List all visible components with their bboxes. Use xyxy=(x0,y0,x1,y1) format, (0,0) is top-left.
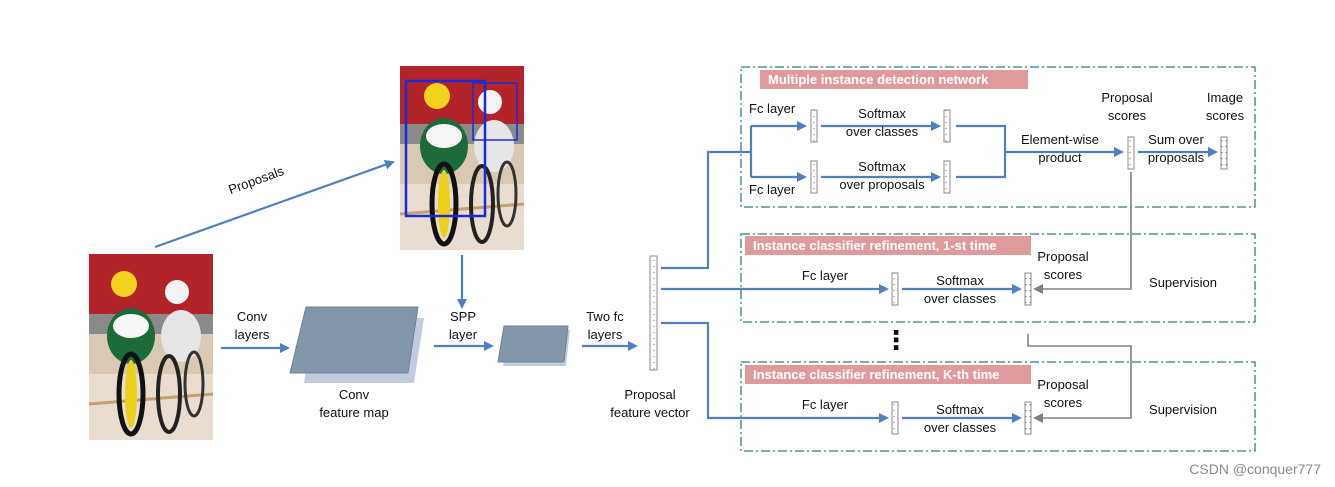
pooled-feature xyxy=(497,325,569,363)
proposals-arrow xyxy=(154,159,395,249)
feature-map xyxy=(289,306,419,374)
merge-lines xyxy=(956,124,1007,179)
input-image xyxy=(89,254,213,440)
refine-1-supervision: Supervision xyxy=(1149,275,1217,290)
refine-k-box xyxy=(740,361,1256,452)
midn-fc-layer-top: Fc layer xyxy=(749,101,796,116)
refine-1-fc-layer: Fc layer xyxy=(801,268,849,283)
midn-sum-over: Sum over proposals xyxy=(1147,132,1205,165)
proposal-feature-vector-label: Proposal feature vector xyxy=(610,387,690,420)
conv-feature-map-label: Conv feature map xyxy=(319,387,389,420)
supervision-k-arrow xyxy=(1027,334,1132,423)
refine-k-softmax: Softmax over classes xyxy=(923,402,997,435)
supervision-1-arrow xyxy=(1033,172,1132,294)
branch-refine-k xyxy=(661,321,889,423)
proposal-image xyxy=(400,66,524,250)
proposal-box-small xyxy=(472,82,518,141)
midn-image-scores: Image scores xyxy=(1205,90,1245,123)
watermark: CSDN @conquer777 xyxy=(1189,461,1321,477)
refine-k-title: Instance classifier refinement, K-th tim… xyxy=(745,365,1031,384)
refine-1-softmax: Softmax over classes xyxy=(923,273,997,306)
midn-softmax-classes: Softmax over classes xyxy=(845,106,919,139)
ellipsis-dots: ⋮ xyxy=(883,325,909,355)
branch-midn xyxy=(661,150,751,270)
midn-box xyxy=(740,66,1256,208)
midn-softmax-proposals: Softmax over proposals xyxy=(839,159,925,192)
refine-k-fc-layer: Fc layer xyxy=(801,397,849,412)
refine-k-proposal-scores: Proposal scores xyxy=(1037,377,1089,410)
spp-layer-label: SPP layer xyxy=(448,309,478,342)
midn-element-wise: Element-wise product xyxy=(1020,132,1100,165)
conv-layers-label: Conv layers xyxy=(234,309,270,342)
refine-k-supervision: Supervision xyxy=(1149,402,1217,417)
refine-1-box xyxy=(740,233,1256,323)
midn-title: Multiple instance detection network xyxy=(760,70,1028,89)
proposal-box-large xyxy=(404,79,487,218)
refine-1-title: Instance classifier refinement, 1-st tim… xyxy=(745,236,1031,255)
midn-fc-layer-bottom: Fc layer xyxy=(749,182,796,197)
midn-proposal-scores: Proposal scores xyxy=(1101,90,1153,123)
two-fc-layers-label: Two fc layers xyxy=(586,309,624,342)
refine-1-proposal-scores: Proposal scores xyxy=(1037,249,1089,282)
